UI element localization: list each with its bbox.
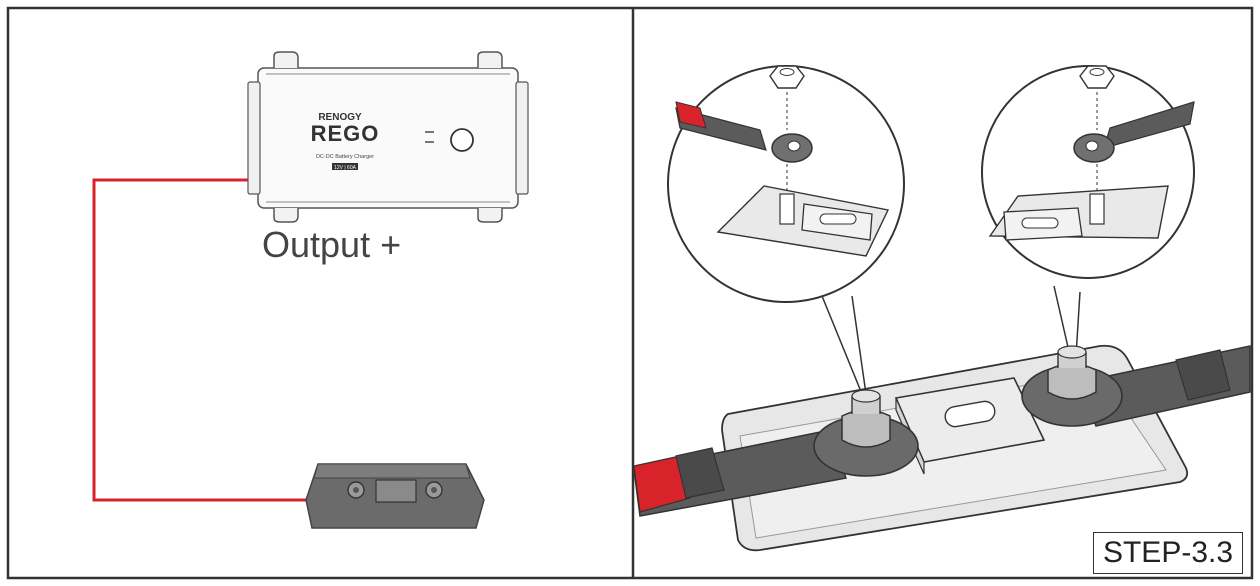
step-label: STEP-3.3 [1093, 532, 1243, 574]
fuse-holder-small [305, 463, 485, 529]
zoom-callout-right [981, 65, 1195, 279]
charger-model: REGO [311, 121, 380, 146]
nut-left [813, 389, 919, 477]
charger-brand: RENOGY [318, 112, 362, 123]
zoom-callout-left [667, 65, 905, 303]
dc-dc-charger [247, 51, 529, 223]
outer-border [6, 6, 1254, 580]
nut-right [1021, 345, 1123, 427]
positive-wire [92, 178, 306, 502]
charger-rating: 12V | 60A [334, 165, 357, 171]
output-positive-label: Output + [262, 224, 402, 265]
charger-knob [450, 128, 474, 152]
cable-left [633, 429, 847, 517]
callout-lines [821, 285, 1081, 395]
charger-subtitle: DC-DC Battery Charger [316, 154, 374, 160]
cable-right [1079, 345, 1251, 427]
